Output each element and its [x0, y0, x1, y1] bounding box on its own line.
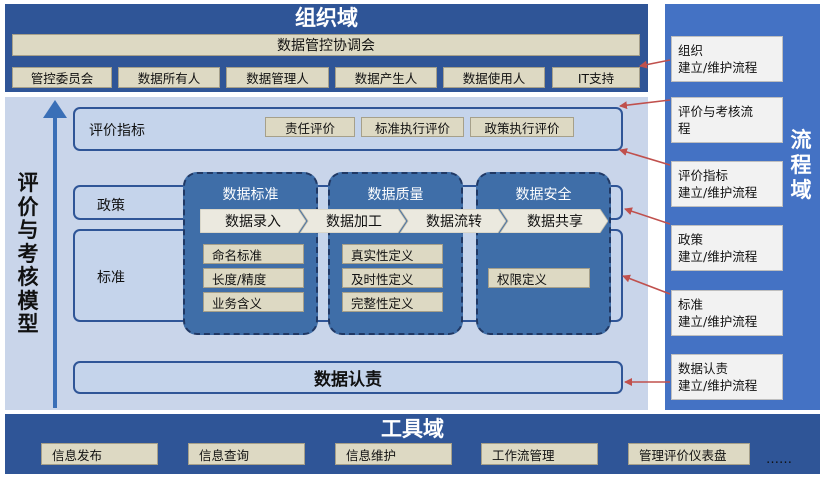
flow-step-circulation: 数据流转: [426, 214, 482, 230]
flow-step-entry: 数据录入: [225, 214, 281, 230]
role-it-support: IT支持: [552, 67, 640, 88]
tool-item-dashboard: 管理评价仪表盘: [628, 443, 750, 465]
process-domain-title: 流 程 域: [785, 128, 817, 203]
data-lifecycle-flow: [200, 209, 608, 233]
process-domain-title-char: 域: [790, 178, 812, 202]
flow-step-shape: [200, 209, 307, 233]
card-item: 命名标准: [203, 244, 304, 264]
flow-step-processing: 数据加工: [326, 214, 382, 230]
card-item: 及时性定义: [342, 268, 443, 288]
role-management-committee: 管控委员会: [12, 67, 112, 88]
upward-arrow-icon: [43, 100, 67, 118]
role-data-consumer: 数据使用人: [443, 67, 545, 88]
standard-label: 标准: [97, 270, 125, 286]
process-box-line: 标准: [678, 297, 704, 312]
indicator-chip-policy-execution: 政策执行评价: [470, 117, 574, 137]
process-box-indicators: 评价指标 建立/维护流程: [671, 161, 783, 207]
process-box-policy: 政策 建立/维护流程: [671, 225, 783, 271]
card-item: 权限定义: [488, 268, 590, 288]
process-box-line: 建立/维护流程: [678, 378, 758, 393]
process-domain-title-char: 程: [790, 153, 812, 177]
tool-item-workflow: 工作流管理: [481, 443, 598, 465]
indicator-chip-standard-execution: 标准执行评价: [361, 117, 464, 137]
process-box-line: 组织: [678, 43, 704, 58]
card-item: 真实性定义: [342, 244, 443, 264]
process-box-line: 建立/维护流程: [678, 314, 758, 329]
role-data-owner: 数据所有人: [118, 67, 220, 88]
process-domain-title-char: 流: [790, 128, 812, 152]
process-box-line: 评价指标: [678, 168, 729, 183]
process-box-line: 建立/维护流程: [678, 60, 758, 75]
accountability-label: 数据认责: [314, 370, 382, 390]
tool-item-publish: 信息发布: [41, 443, 158, 465]
indicators-label: 评价指标: [89, 123, 145, 139]
card-item: 完整性定义: [342, 292, 443, 312]
card-data-security: [476, 172, 611, 335]
data-governance-council: 数据管控协调会: [12, 34, 640, 56]
org-domain-title: 组织域: [295, 6, 358, 30]
card-title-data-standard: 数据标准: [222, 187, 279, 203]
policy-label: 政策: [97, 198, 125, 214]
process-box-line: 政策: [678, 232, 704, 247]
eval-title-char: 核: [17, 265, 39, 289]
process-box-line: 数据认责: [678, 361, 729, 376]
eval-title-char: 评: [17, 171, 39, 195]
eval-title-char: 价: [17, 194, 39, 219]
tool-item-maintain: 信息维护: [335, 443, 452, 465]
indicator-chip-responsibility: 责任评价: [265, 117, 355, 137]
card-item: 长度/精度: [203, 268, 304, 288]
card-item: 业务含义: [203, 292, 304, 312]
eval-title-char: 型: [17, 312, 39, 336]
process-box-accountability: 数据认责 建立/维护流程: [671, 354, 783, 400]
evaluation-model-title: 评 价 与 考 核 模 型: [13, 171, 43, 337]
flow-step-shape: [299, 209, 407, 233]
flow-step-shape: [499, 209, 608, 233]
eval-title-char: 模: [17, 288, 39, 313]
process-box-evaluation: 评价与考核流 程: [671, 97, 783, 143]
process-box-line: 评价与考核流: [678, 104, 754, 119]
eval-title-char: 考: [17, 241, 39, 266]
process-box-organization: 组织 建立/维护流程: [671, 36, 783, 82]
process-box-standard: 标准 建立/维护流程: [671, 290, 783, 336]
upward-arrow-shaft: [53, 115, 57, 408]
tool-domain-title: 工具域: [381, 417, 444, 441]
process-box-line: 建立/维护流程: [678, 185, 758, 200]
card-title-data-security: 数据安全: [515, 187, 572, 203]
role-data-steward: 数据管理人: [226, 67, 329, 88]
flow-step-shape: [399, 209, 507, 233]
flow-step-sharing: 数据共享: [527, 214, 583, 230]
card-title-data-quality: 数据质量: [367, 187, 424, 203]
accountability-band: [73, 361, 623, 394]
role-data-producer: 数据产生人: [335, 67, 437, 88]
process-box-line: 建立/维护流程: [678, 249, 758, 264]
tool-more-ellipsis: ……: [766, 452, 792, 467]
eval-title-char: 与: [17, 218, 39, 242]
tool-item-query: 信息查询: [188, 443, 305, 465]
process-box-line: 程: [678, 121, 691, 136]
